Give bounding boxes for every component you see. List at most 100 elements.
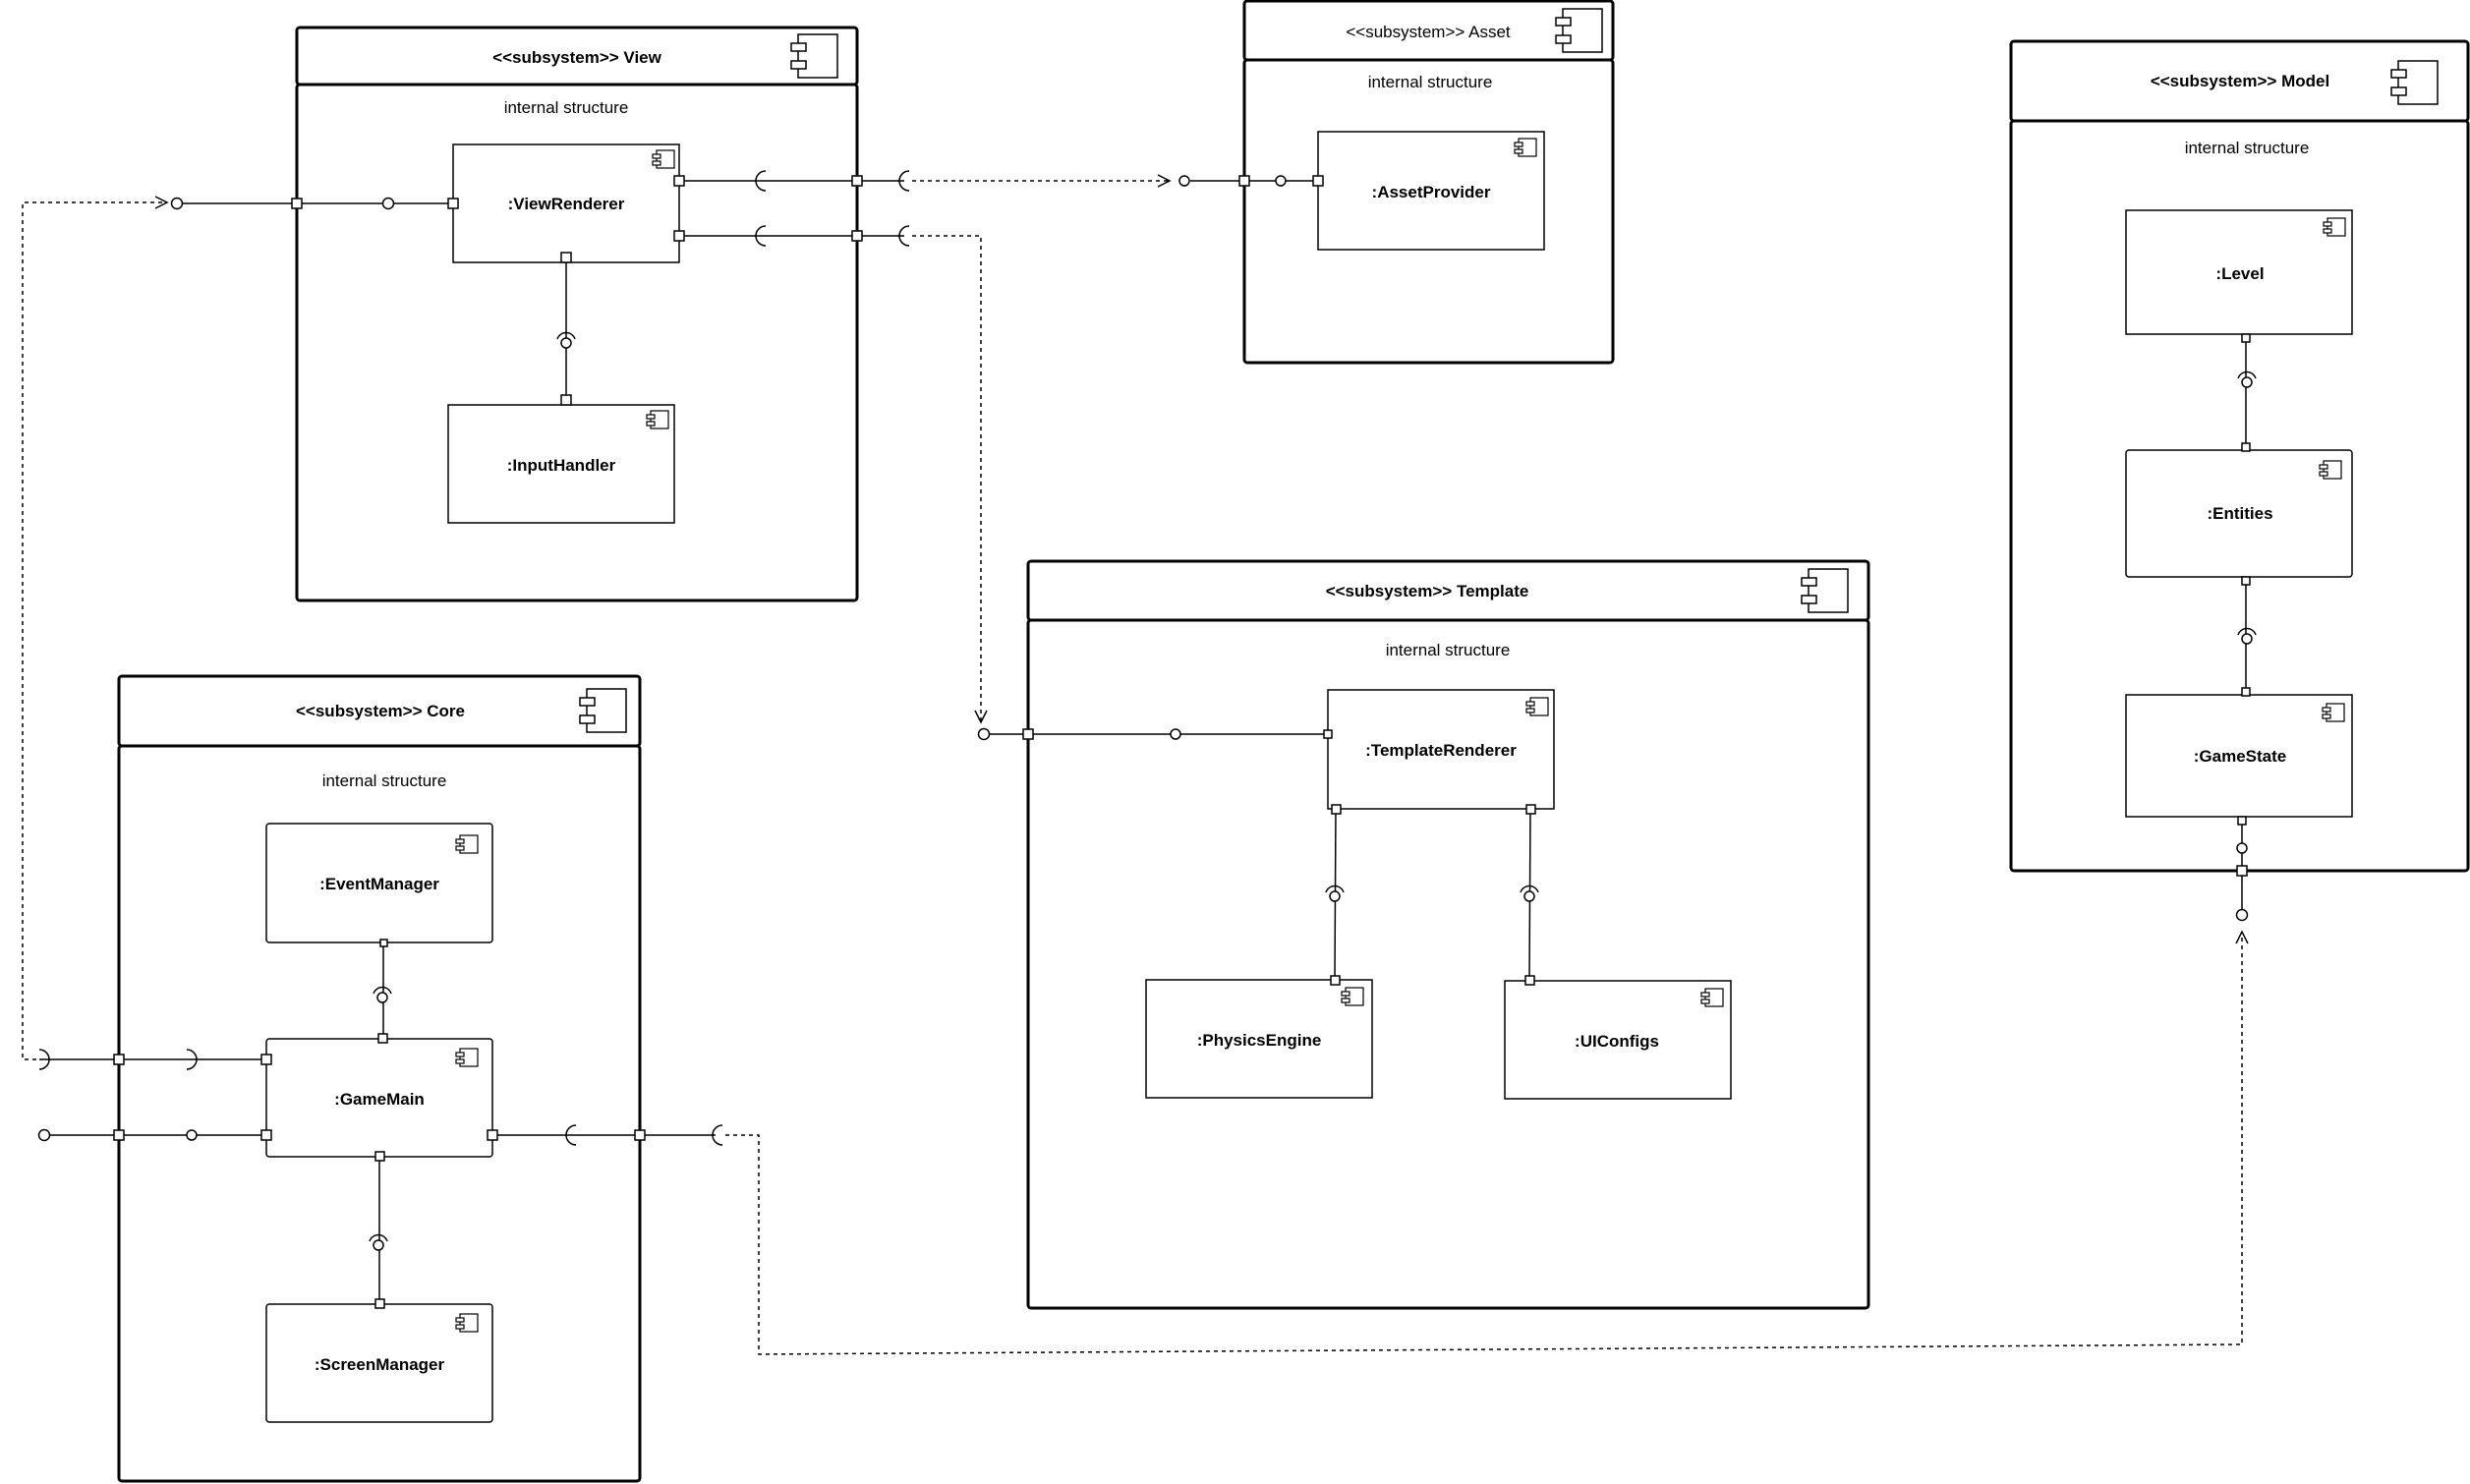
component-icon — [1525, 697, 1549, 716]
subsystem-view-body — [295, 83, 859, 602]
component-icon — [1555, 8, 1603, 53]
port — [113, 1054, 125, 1065]
port — [560, 252, 572, 263]
port — [260, 1129, 272, 1141]
component-icon — [455, 1048, 479, 1067]
component-game-main-label: :GameMain — [334, 1090, 425, 1109]
subsystem-template-subtitle: internal structure — [1386, 641, 1511, 659]
subsystem-template[interactable]: <<subsystem>> Template internal structur… — [1026, 559, 1870, 1310]
port — [2237, 816, 2247, 826]
component-icon — [455, 834, 479, 854]
component-icon — [1801, 568, 1849, 613]
subsystem-model-title: <<subsystem>> Model — [2151, 72, 2329, 90]
required-interface — [1325, 885, 1345, 893]
required-interface — [2237, 627, 2257, 636]
component-icon — [2390, 60, 2439, 105]
component-icon — [646, 410, 669, 429]
provided-interface — [170, 197, 184, 210]
provided-interface — [381, 197, 395, 210]
provided-interface — [1523, 890, 1535, 902]
dependency-view-template — [912, 235, 982, 722]
subsystem-core-title: <<subsystem>> Core — [296, 702, 465, 720]
component-icon — [455, 1313, 479, 1333]
subsystem-template-title: <<subsystem>> Template — [1326, 582, 1529, 600]
subsystem-core-subtitle: internal structure — [322, 771, 447, 790]
port — [1331, 804, 1342, 815]
dependency-core-view — [22, 201, 167, 1060]
component-icon — [2322, 703, 2345, 722]
required-interface — [565, 1124, 577, 1146]
port — [291, 198, 303, 209]
port — [2241, 333, 2251, 343]
component-physics-engine[interactable] — [1145, 979, 1373, 1099]
provided-interface — [1329, 890, 1341, 902]
port — [634, 1129, 646, 1141]
port — [260, 1054, 272, 1065]
required-interface — [755, 170, 767, 192]
component-entities[interactable] — [2125, 449, 2353, 578]
component-ui-configs[interactable] — [1504, 980, 1732, 1100]
subsystem-model[interactable]: <<subsystem>> Model internal structure :… — [2009, 39, 2470, 873]
dependency-arrowhead — [154, 196, 169, 209]
component-icon — [1341, 987, 1364, 1006]
port — [1323, 729, 1333, 739]
component-ui-configs-label: :UIConfigs — [1575, 1032, 1659, 1051]
port — [1022, 728, 1034, 740]
subsystem-asset-title: <<subsystem>> Asset — [1346, 23, 1511, 41]
component-template-renderer-label: :TemplateRenderer — [1365, 741, 1517, 760]
subsystem-view-title: <<subsystem>> View — [492, 48, 661, 67]
provided-interface — [2236, 842, 2248, 854]
component-icon — [790, 33, 838, 79]
required-interface — [898, 225, 910, 247]
provided-interface — [1178, 175, 1190, 187]
subsystem-view[interactable]: <<subsystem>> View internal structure :V… — [295, 26, 859, 602]
dependency-arrowhead — [1157, 174, 1172, 188]
port — [1312, 175, 1324, 187]
required-interface — [556, 331, 576, 340]
port — [673, 230, 685, 242]
required-interface — [2237, 371, 2257, 379]
port — [447, 198, 459, 209]
port — [379, 939, 388, 947]
port — [374, 1151, 385, 1162]
required-interface — [38, 1049, 50, 1070]
provided-interface — [376, 992, 388, 1003]
provided-interface — [560, 337, 572, 349]
component-view-renderer-label: :ViewRenderer — [508, 195, 625, 213]
port — [487, 1129, 498, 1141]
provided-interface — [1170, 728, 1181, 740]
subsystem-view-subtitle: internal structure — [504, 98, 629, 117]
subsystem-model-subtitle: internal structure — [2185, 139, 2310, 157]
component-physics-engine-label: :PhysicsEngine — [1197, 1031, 1322, 1050]
port — [2241, 442, 2251, 452]
port — [2241, 687, 2251, 697]
component-asset-provider-label: :AssetProvider — [1372, 183, 1491, 201]
required-interface — [373, 986, 392, 995]
component-event-manager[interactable] — [265, 823, 493, 943]
port — [1525, 804, 1536, 815]
provided-interface — [186, 1129, 198, 1141]
connectors — [22, 170, 2257, 1355]
component-template-renderer[interactable] — [1327, 689, 1555, 810]
subsystem-asset-subtitle: internal structure — [1368, 73, 1493, 91]
component-level[interactable] — [2125, 209, 2353, 335]
required-interface — [898, 170, 910, 192]
provided-interface — [2235, 908, 2249, 922]
subsystem-core-body — [117, 744, 642, 1483]
subsystem-core[interactable]: <<subsystem>> Core internal structure :E… — [117, 674, 642, 1483]
port — [673, 175, 685, 187]
port — [1330, 975, 1341, 986]
required-interface — [712, 1124, 723, 1146]
subsystem-asset-body — [1242, 58, 1615, 365]
required-interface — [755, 225, 767, 247]
component-asset-provider[interactable] — [1317, 131, 1545, 251]
port — [2236, 865, 2248, 877]
component-game-state-label: :GameState — [2194, 747, 2286, 766]
component-icon — [652, 149, 675, 169]
port — [1238, 175, 1250, 187]
provided-interface — [977, 727, 991, 741]
dependency-arrowhead — [974, 710, 988, 724]
subsystem-asset[interactable]: <<subsystem>> Asset internal structure :… — [1242, 0, 1615, 365]
component-icon — [1700, 988, 1724, 1007]
